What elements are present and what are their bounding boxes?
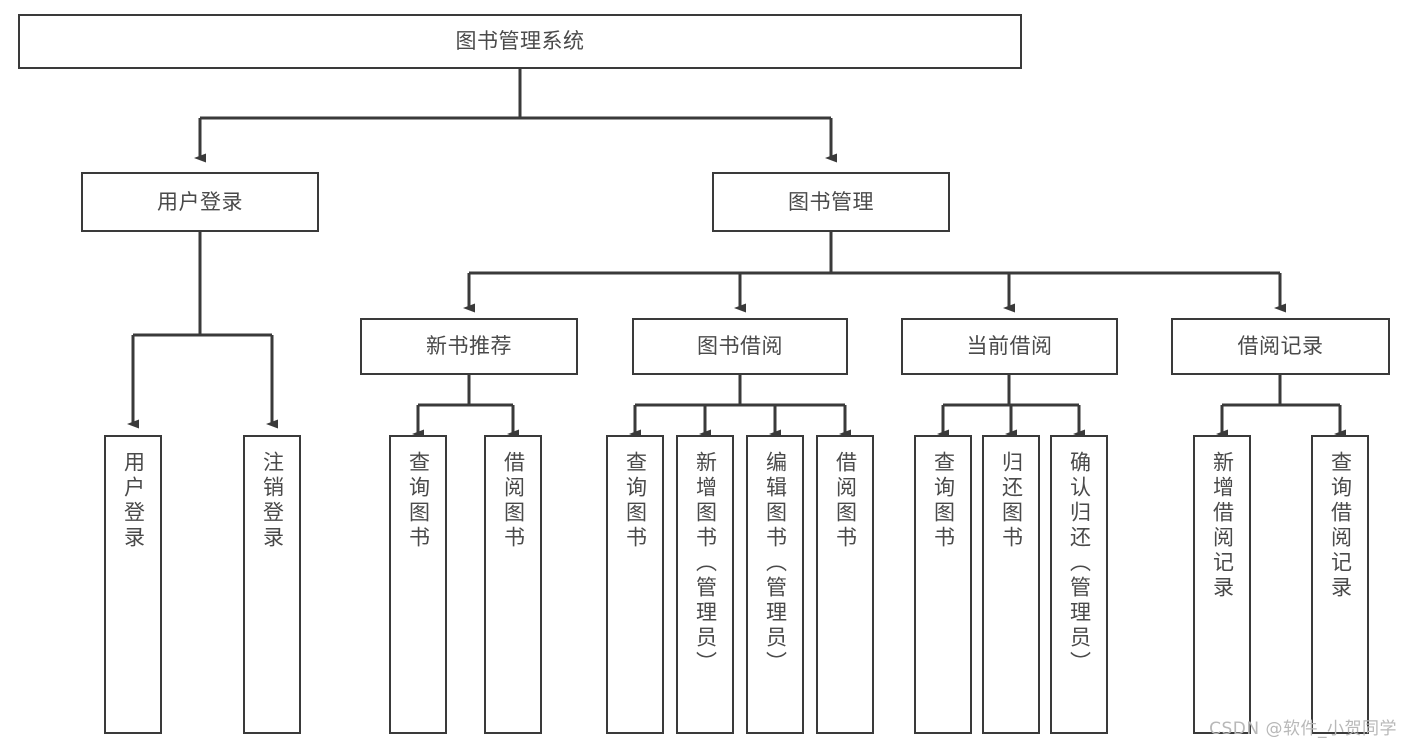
leaf-label: 用户登录 (121, 451, 146, 551)
leaf-user-logout[interactable]: 注销登录 (243, 435, 301, 734)
node-book-borrow[interactable]: 图书借阅 (632, 318, 848, 375)
node-label: 图书管理 (788, 189, 874, 214)
leaf-user-login[interactable]: 用户登录 (104, 435, 162, 734)
leaf-add-book-admin[interactable]: 新增图书（管理员） (676, 435, 734, 734)
node-current-borrow[interactable]: 当前借阅 (901, 318, 1118, 375)
leaf-label: 借阅图书 (501, 451, 526, 551)
leaf-label: 编辑图书（管理员） (763, 451, 788, 676)
node-label: 图书借阅 (697, 334, 783, 359)
leaf-borrow-book[interactable]: 借阅图书 (816, 435, 874, 734)
node-new-book-recommend[interactable]: 新书推荐 (360, 318, 578, 375)
leaf-label: 确认归还（管理员） (1067, 451, 1092, 676)
leaf-query-book-borrow[interactable]: 查询图书 (606, 435, 664, 734)
node-user-login[interactable]: 用户登录 (81, 172, 319, 232)
node-label: 当前借阅 (966, 334, 1053, 359)
csdn-watermark: CSDN @软件_小贺同学 (1209, 719, 1397, 739)
node-label: 图书管理系统 (455, 29, 585, 54)
leaf-edit-book-admin[interactable]: 编辑图书（管理员） (746, 435, 804, 734)
leaf-return-book[interactable]: 归还图书 (982, 435, 1040, 734)
node-root-book-management-system[interactable]: 图书管理系统 (18, 14, 1022, 69)
node-label: 用户登录 (157, 189, 243, 214)
leaf-label: 归还图书 (999, 451, 1024, 551)
leaf-label: 注销登录 (260, 451, 285, 551)
node-label: 新书推荐 (426, 334, 512, 359)
leaf-add-borrow-record[interactable]: 新增借阅记录 (1193, 435, 1251, 734)
leaf-label: 新增图书（管理员） (693, 451, 718, 676)
leaf-label: 新增借阅记录 (1210, 451, 1235, 601)
node-book-management[interactable]: 图书管理 (712, 172, 950, 232)
node-label: 借阅记录 (1237, 334, 1324, 359)
leaf-confirm-return-admin[interactable]: 确认归还（管理员） (1050, 435, 1108, 734)
leaf-label: 查询图书 (406, 451, 431, 551)
leaf-borrow-book-recommend[interactable]: 借阅图书 (484, 435, 542, 734)
leaf-query-borrow-record[interactable]: 查询借阅记录 (1311, 435, 1369, 734)
leaf-query-book-recommend[interactable]: 查询图书 (389, 435, 447, 734)
leaf-label: 查询图书 (931, 451, 956, 551)
node-borrow-record[interactable]: 借阅记录 (1171, 318, 1390, 375)
leaf-query-book-current[interactable]: 查询图书 (914, 435, 972, 734)
leaf-label: 借阅图书 (833, 451, 858, 551)
leaf-label: 查询图书 (623, 451, 648, 551)
leaf-label: 查询借阅记录 (1328, 451, 1353, 601)
